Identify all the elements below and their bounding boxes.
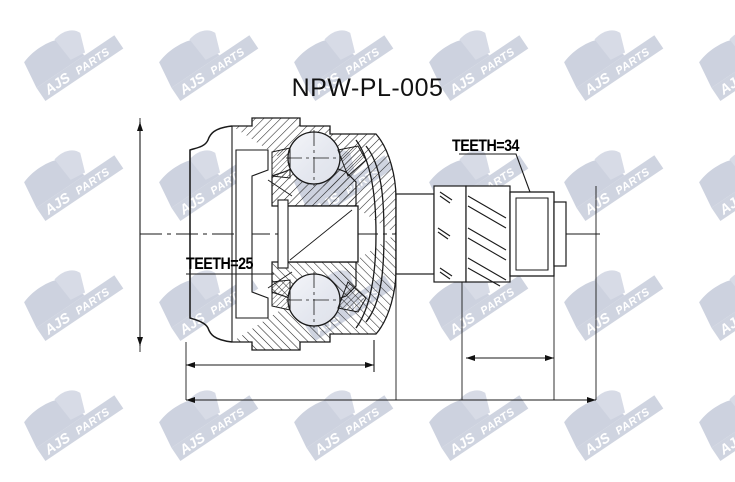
spline-shaft-teeth-zone <box>465 185 511 283</box>
shaft-step <box>395 193 435 275</box>
dimension-overall-length <box>186 397 596 403</box>
shaft-end-boss <box>509 191 555 277</box>
shaft-end-cap <box>553 201 567 267</box>
dimension-shaft-end <box>466 355 554 361</box>
page-title: NPW-PL-005 <box>291 74 444 102</box>
teeth-outer-label: TEETH=34 <box>452 136 520 155</box>
spline-shaft-body <box>433 185 467 283</box>
teeth-inner-label: TEETH=25 <box>186 254 254 273</box>
inner-race <box>277 199 359 269</box>
